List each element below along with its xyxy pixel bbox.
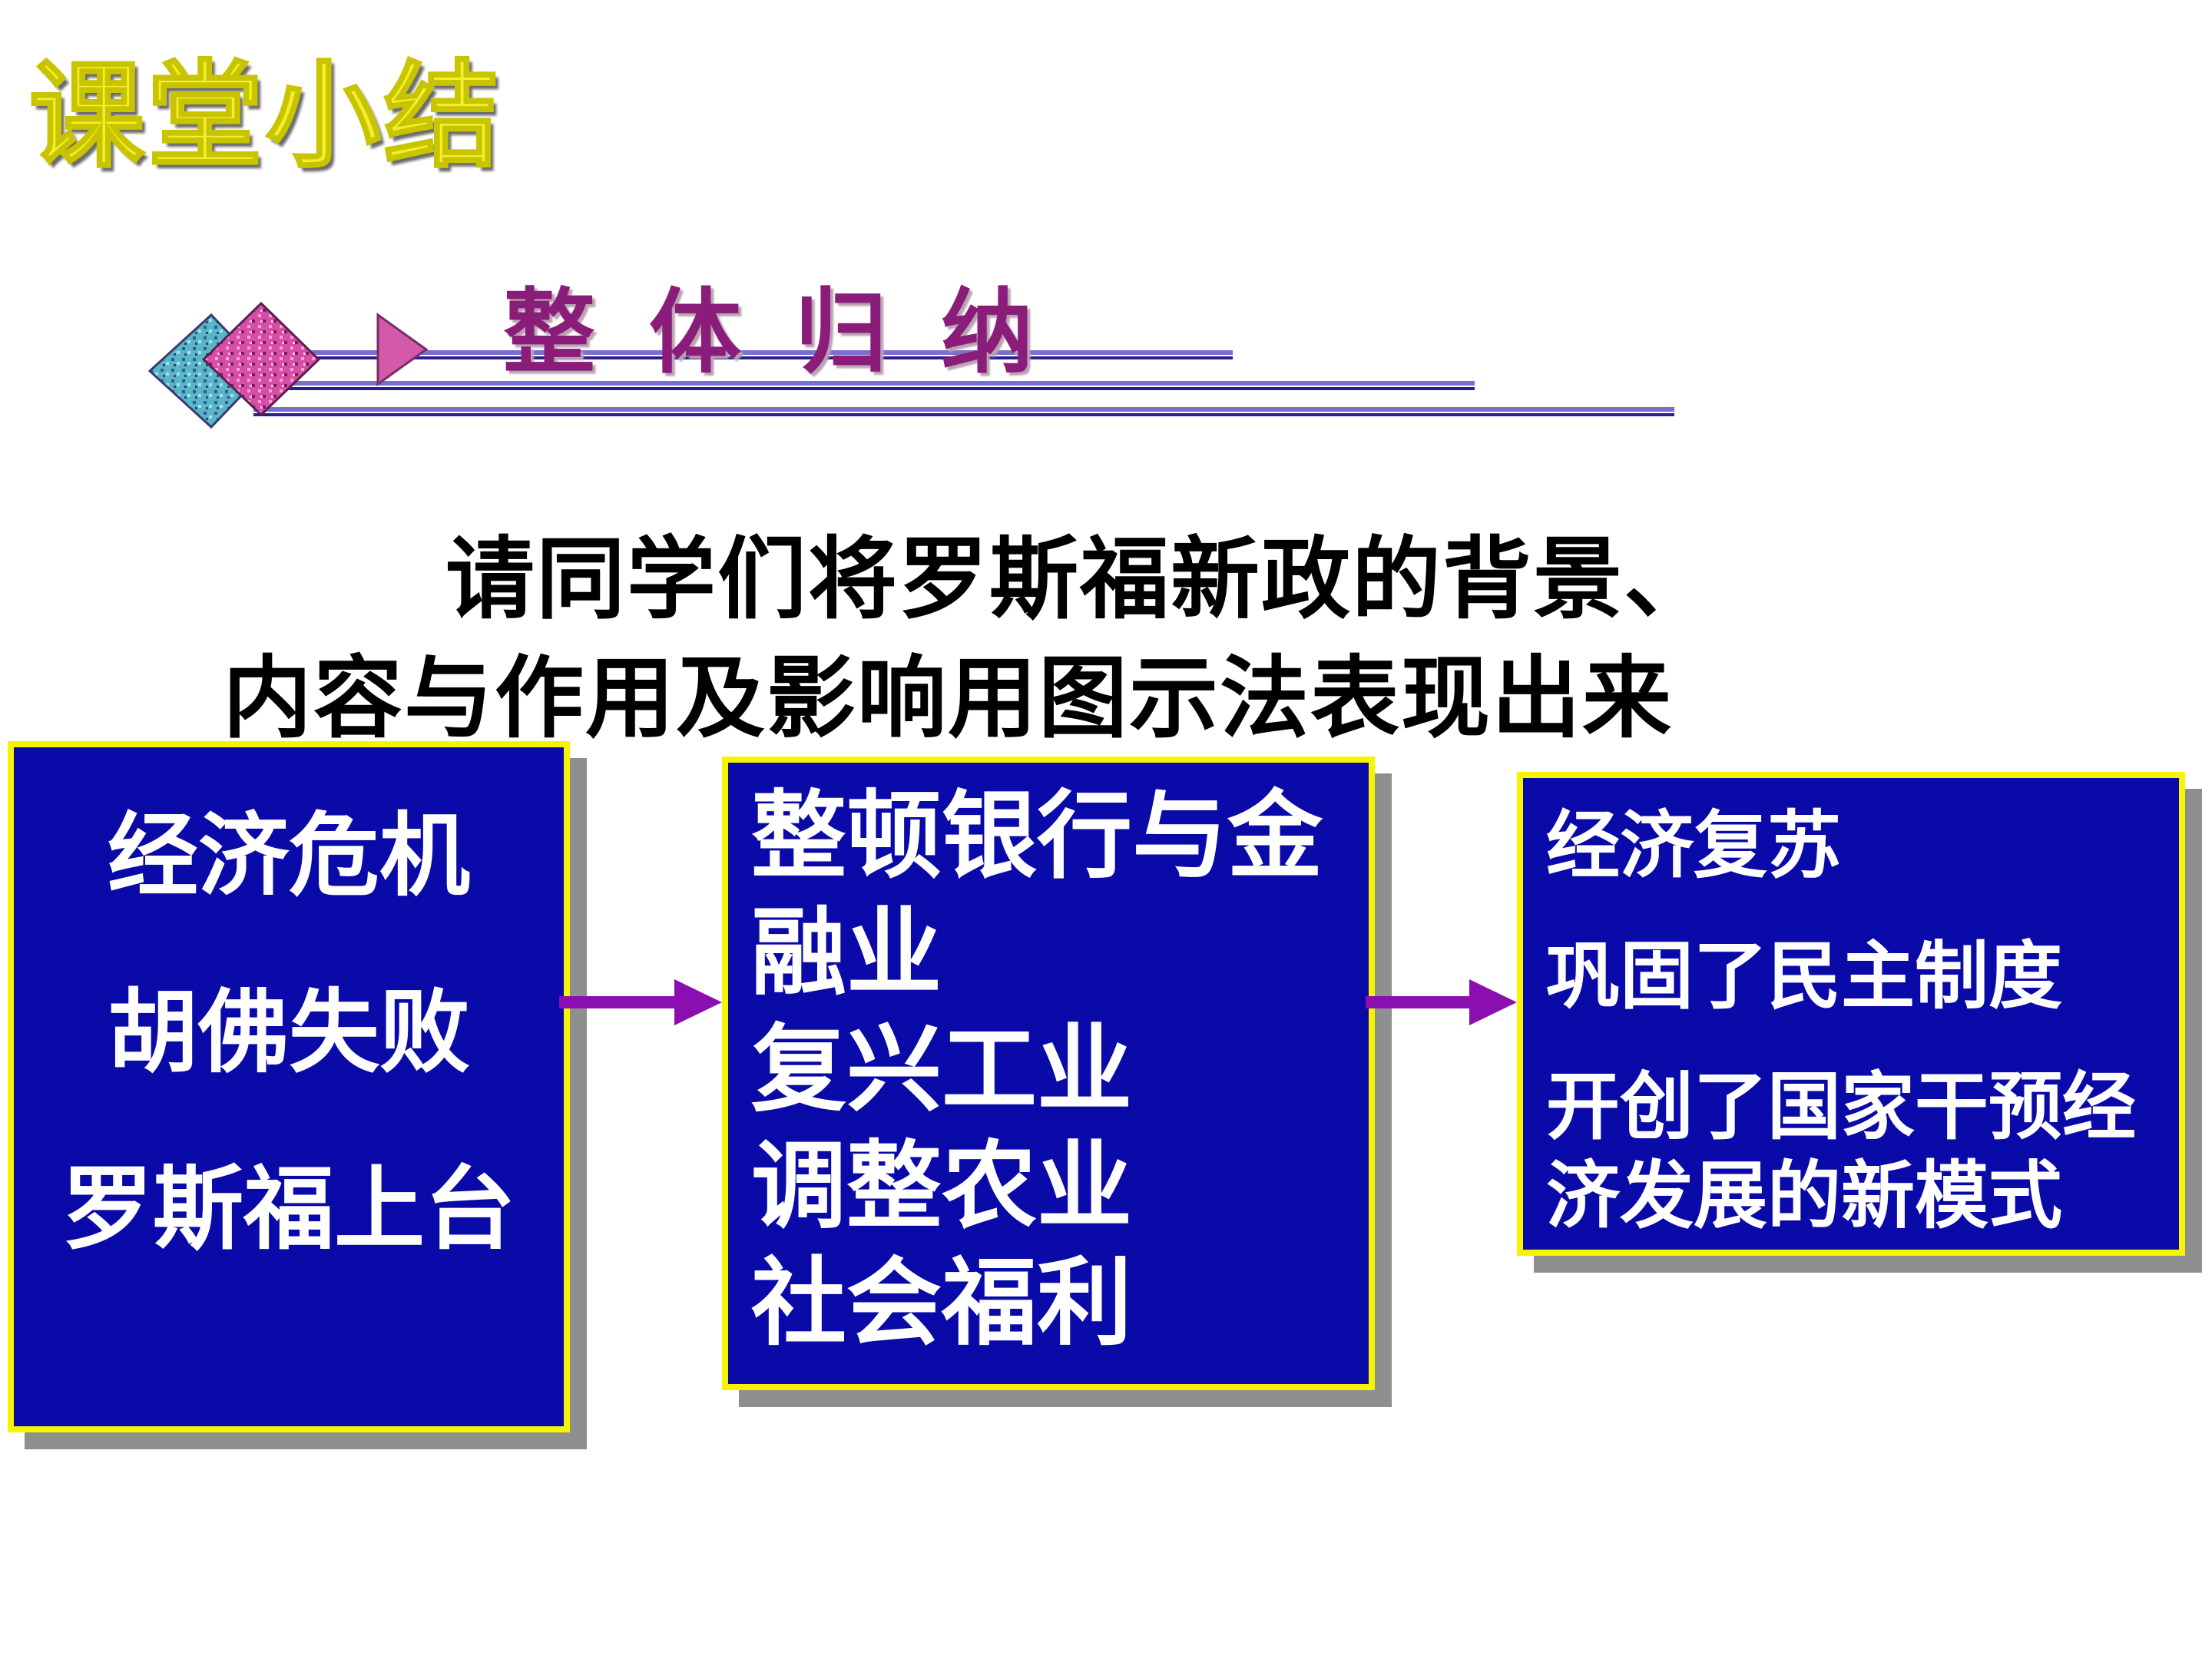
content-item: 整顿银行与金: [751, 781, 1323, 892]
arrow-right-icon: [559, 979, 722, 1025]
impact-item: 经济复苏: [1546, 803, 1841, 889]
background-item: 胡佛失败: [107, 979, 470, 1085]
background-item: 罗斯福上台: [61, 1156, 515, 1262]
content-item: 融业: [751, 898, 942, 1008]
prompt-line-2: 内容与作用及影响用图示法表现出来: [223, 647, 1673, 750]
background-item: 经济危机: [107, 803, 470, 909]
background-box: 经济危机 胡佛失败 罗斯福上台: [8, 741, 570, 1432]
impact-item: 巩固了民主制度: [1546, 933, 2062, 1019]
arrow-right-icon: [1366, 979, 1517, 1025]
header-ornament: [147, 301, 1674, 429]
section-subtitle: 整体归纳: [503, 280, 1087, 386]
diamond-pink-icon: [201, 301, 321, 417]
ornament-lines: [253, 350, 1674, 416]
prompt-line-1: 请同学们将罗斯福新政的背景、: [445, 528, 1714, 631]
impact-item: 济发展的新模式: [1546, 1153, 2062, 1239]
impact-item: 开创了国家干预经: [1546, 1064, 2136, 1150]
content-box: 整顿银行与金 融业 复兴工业 调整农业 社会福利: [722, 757, 1375, 1390]
slide-title: 课堂小结: [28, 49, 503, 185]
impact-box: 经济复苏 巩固了民主制度 开创了国家干预经 济发展的新模式: [1517, 772, 2185, 1256]
triangle-pointer-icon: [376, 313, 429, 386]
content-item: 复兴工业: [751, 1015, 1133, 1125]
content-item: 社会福利: [751, 1248, 1133, 1359]
content-item: 调整农业: [751, 1131, 1133, 1242]
